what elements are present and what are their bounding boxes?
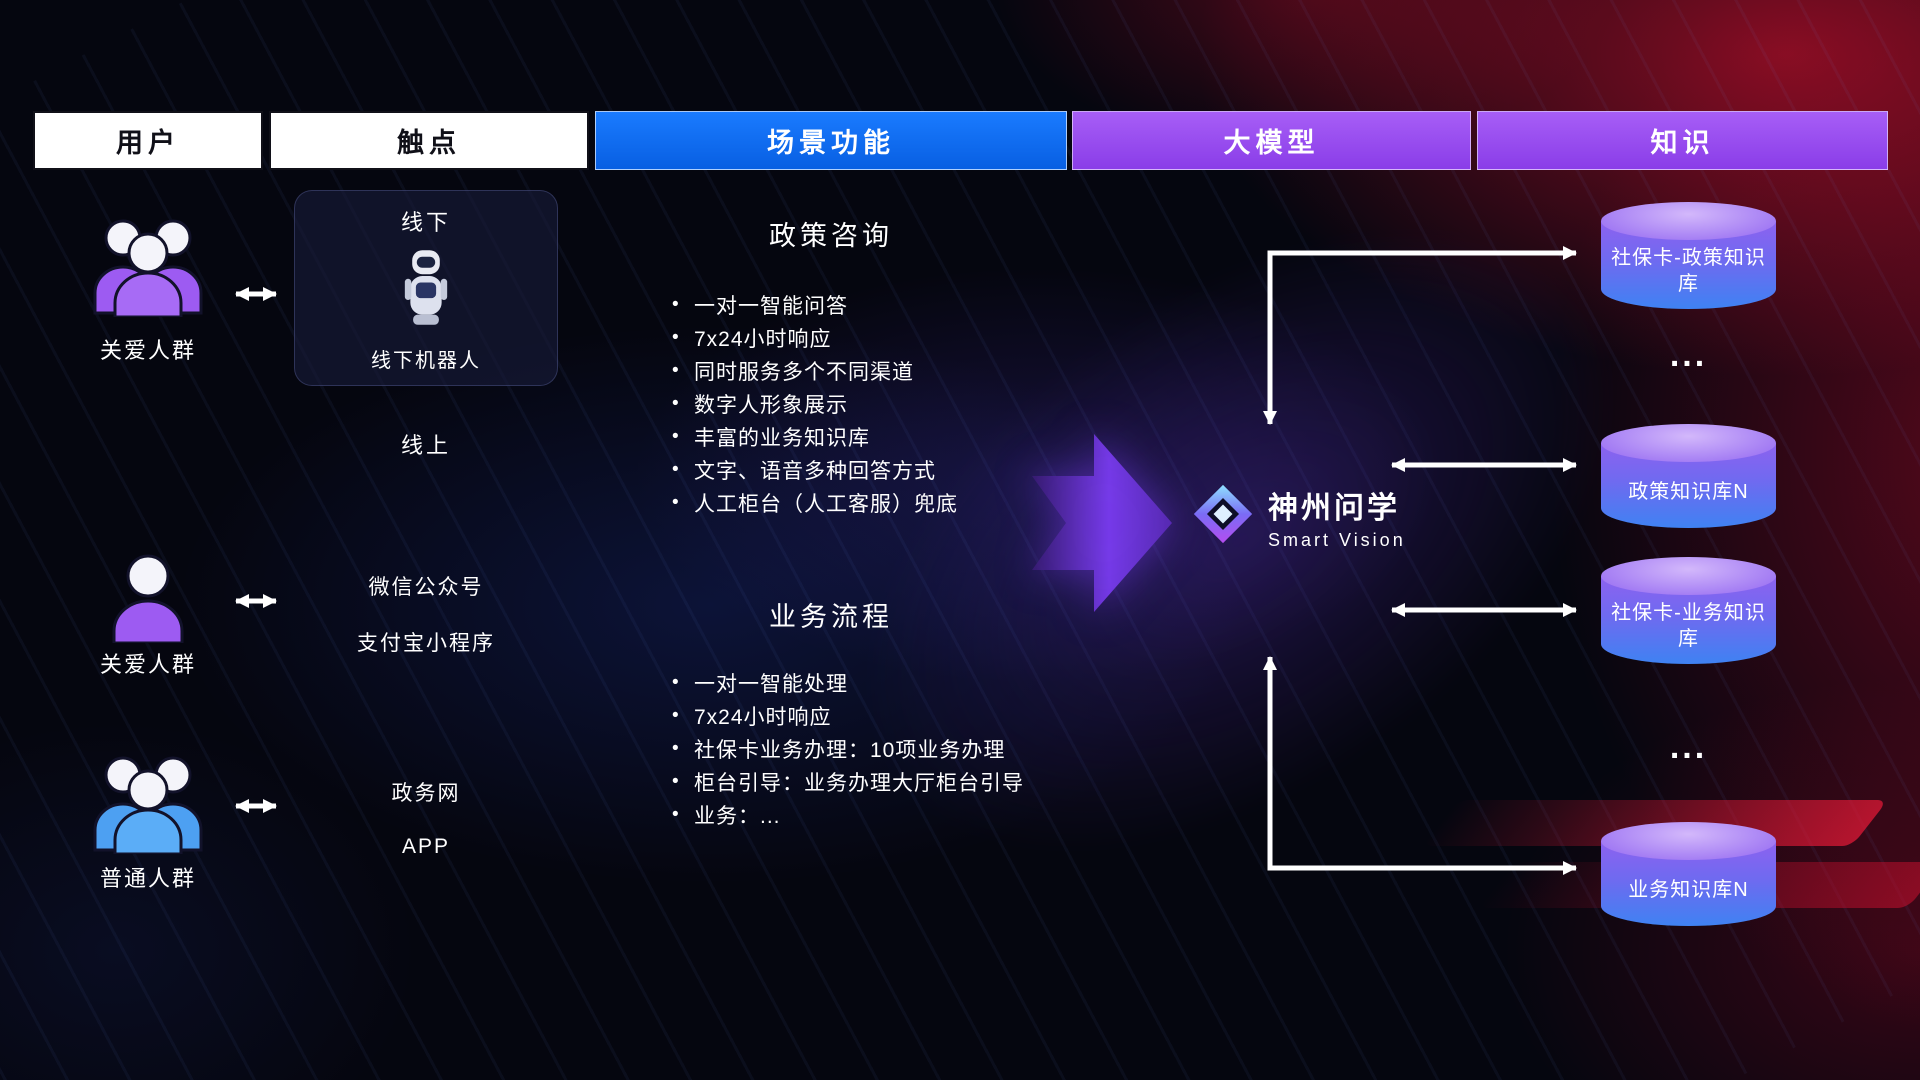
logo-text: 神州问学 Smart Vision	[1268, 483, 1406, 551]
column-header-label: 大模型	[1223, 128, 1320, 158]
bullet-icon: •	[672, 458, 680, 480]
bullet-icon: •	[672, 671, 680, 693]
model-db1-elbow-arrow	[1263, 246, 1577, 425]
db-label: 社保卡-业务知识库	[1611, 602, 1766, 650]
list-item-text: 一对一智能问答	[694, 294, 848, 318]
touchpoint-wechat: 微信公众号	[368, 576, 484, 599]
list-item-text: 业务：...	[694, 804, 781, 828]
list-item: • 文字、语音多种回答方式	[672, 453, 958, 486]
bullet-icon: •	[672, 704, 680, 726]
model-name: 神州问学	[1268, 491, 1400, 525]
online-title: 线上	[400, 433, 451, 458]
group-users-icon	[83, 750, 213, 859]
column-header-users: 用户	[33, 111, 263, 170]
bullet-icon: •	[672, 491, 680, 513]
db-cylinder-top	[1601, 557, 1776, 595]
column-header-label: 场景功能	[767, 128, 895, 158]
column-header-label: 知识	[1650, 128, 1715, 158]
list-item: • 丰富的业务知识库	[672, 420, 958, 453]
knowledge-ellipsis: ...	[1669, 728, 1708, 766]
offline-robot-label: 线下机器人	[371, 350, 481, 372]
bullet-icon: •	[672, 359, 680, 381]
column-header-label: 触点	[397, 128, 461, 158]
single-user-icon	[106, 551, 190, 648]
column-header-label: 用户	[116, 128, 180, 158]
list-item: • 一对一智能处理	[672, 666, 1024, 699]
knowledge-db-policy-n: 政策知识库N	[1601, 424, 1776, 528]
db-cylinder-top	[1601, 822, 1776, 860]
knowledge-ellipsis: ...	[1669, 336, 1708, 374]
flow-arrow	[1032, 428, 1172, 623]
touchpoint-gov-web: 政务网	[391, 782, 461, 805]
list-item-text: 7x24小时响应	[694, 327, 832, 351]
model-subtitle: Smart Vision	[1268, 529, 1406, 550]
knowledge-db-business-n: 业务知识库N	[1601, 822, 1776, 926]
bullet-icon: •	[672, 737, 680, 759]
list-item: • 一对一智能问答	[672, 288, 958, 321]
column-header-knowledge: 知识	[1477, 111, 1888, 170]
smart-vision-logo: 神州问学 Smart Vision	[1190, 481, 1406, 552]
list-item-text: 社保卡业务办理：10项业务办理	[694, 738, 1006, 762]
touchpoint-alipay: 支付宝小程序	[357, 632, 495, 655]
knowledge-db-policy-ssc: 社保卡-政策知识库	[1601, 202, 1776, 309]
db-cylinder-top	[1601, 202, 1776, 240]
gem-icon	[1190, 481, 1256, 552]
group-users-icon	[83, 213, 213, 322]
list-item-text: 人工柜台（人工客服）兜底	[694, 492, 958, 516]
user-group-label: 关爱人群	[99, 652, 196, 677]
scenario-policy-list: •一对一智能问答 •7x24小时响应 •同时服务多个不同渠道 •数字人形象展示 …	[672, 288, 958, 519]
user-group-label: 关爱人群	[99, 338, 196, 363]
model-db4-elbow-arrow	[1263, 656, 1577, 875]
bullet-icon: •	[672, 293, 680, 315]
scenario-business-list: • 一对一智能处理 • 7x24小时响应 • 社保卡业务办理：10项业务办理 • 柜台引…	[672, 666, 1024, 831]
column-header-touchpoints: 触点	[269, 111, 589, 170]
list-item-text: 柜台引导：业务办理大厅柜台引导	[694, 771, 1024, 795]
db-cylinder-top	[1601, 424, 1776, 462]
bullet-icon: •	[672, 392, 680, 414]
list-item: • 7x24小时响应	[672, 321, 958, 354]
list-item-text: 丰富的业务知识库	[694, 426, 870, 450]
bullet-icon: •	[672, 770, 680, 792]
bullet-icon: •	[672, 425, 680, 447]
knowledge-db-business-ssc: 社保卡-业务知识库	[1601, 557, 1776, 664]
user-group-label: 普通人群	[99, 866, 196, 891]
bullet-icon: •	[672, 803, 680, 825]
list-item-text: 一对一智能处理	[694, 672, 848, 696]
offline-touchpoint-panel: 线下 线下机器人	[294, 190, 558, 386]
list-item-text: 同时服务多个不同渠道	[694, 360, 914, 384]
list-item: • 人工柜台（人工客服）兜底	[672, 486, 958, 519]
list-item: • 7x24小时响应	[672, 699, 1024, 732]
list-item: • 业务：...	[672, 798, 1024, 831]
offline-title: 线下	[400, 210, 451, 235]
bullet-icon: •	[672, 326, 680, 348]
scenario-title-business: 业务流程	[769, 602, 893, 632]
touchpoint-app: APP	[401, 835, 451, 858]
db-cylinder-body: 社保卡-业务知识库	[1601, 576, 1776, 664]
robot-icon	[403, 248, 449, 333]
column-header-model: 大模型	[1072, 111, 1471, 170]
list-item: • 同时服务多个不同渠道	[672, 354, 958, 387]
column-header-scenarios: 场景功能	[595, 111, 1067, 170]
db-label: 社保卡-政策知识库	[1611, 247, 1766, 295]
list-item-text: 文字、语音多种回答方式	[694, 459, 936, 483]
db-label: 政策知识库N	[1628, 480, 1749, 503]
db-label: 业务知识库N	[1628, 878, 1749, 901]
list-item: • 柜台引导：业务办理大厅柜台引导	[672, 765, 1024, 798]
list-item: • 社保卡业务办理：10项业务办理	[672, 732, 1024, 765]
list-item-text: 7x24小时响应	[694, 705, 832, 729]
list-item-text: 数字人形象展示	[694, 393, 848, 417]
scenario-title-policy: 政策咨询	[769, 221, 893, 251]
list-item: • 数字人形象展示	[672, 387, 958, 420]
